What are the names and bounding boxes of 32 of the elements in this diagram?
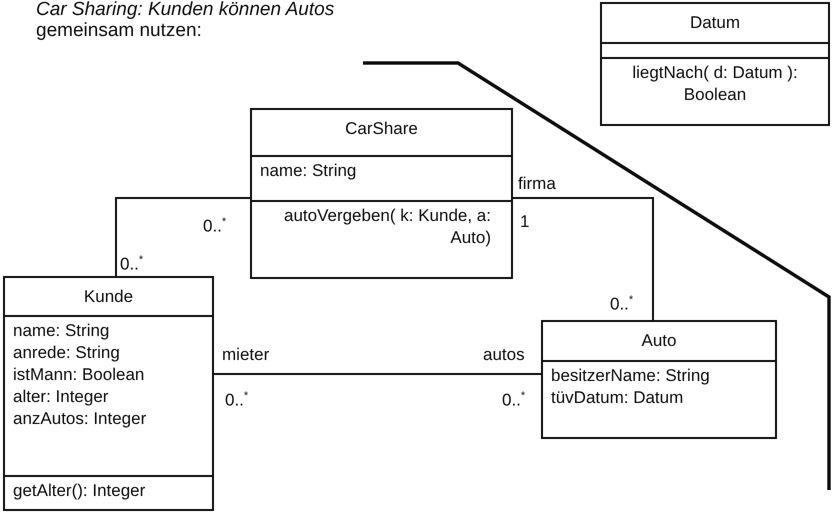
multiplicity: 0..$^{*}$ — [610, 293, 634, 315]
multiplicity: 0..$^{*}$ — [225, 389, 248, 411]
association-line — [214, 373, 541, 375]
multiplicity: 1 — [520, 212, 530, 232]
operation: tüvDatum: Datum — [551, 387, 684, 409]
multiplicity: 0..$^{*}$ — [502, 389, 526, 411]
multiplicity: 0..$^{*}$ — [203, 215, 226, 237]
title: Car Sharing: Kunden können Autos gemeinsam nutzen: — [36, 0, 336, 41]
multiplicity: 0..$^{*}$ — [120, 253, 144, 275]
operation: getAlter(): Integer — [13, 480, 146, 502]
attribute: anrede: String — [13, 342, 120, 364]
class-box — [541, 320, 777, 439]
class-name: CarShare — [345, 118, 418, 140]
class-name: Auto — [642, 330, 676, 352]
association-line — [115, 197, 250, 276]
operation: besitzerName: String — [551, 365, 710, 387]
class-box — [3, 276, 214, 511]
role-name: firma — [518, 174, 556, 194]
role-name: mieter — [222, 345, 270, 365]
association-line — [513, 197, 654, 320]
attribute: anzAutos: Integer — [13, 408, 146, 430]
class-box — [600, 2, 830, 126]
class-box — [250, 108, 513, 279]
class-name: Datum — [690, 12, 740, 34]
attribute: name: String — [13, 320, 110, 342]
attribute: istMann: Boolean — [13, 364, 144, 386]
attribute: alter: Integer — [13, 386, 108, 408]
operation: autoVergeben( k: Kunde, a: Auto) — [283, 205, 492, 249]
operation: liegtNach( d: Datum ): Boolean — [631, 62, 799, 106]
role-name: autos — [483, 345, 525, 365]
attribute: name: String — [260, 160, 356, 182]
class-name: Kunde — [84, 286, 134, 308]
